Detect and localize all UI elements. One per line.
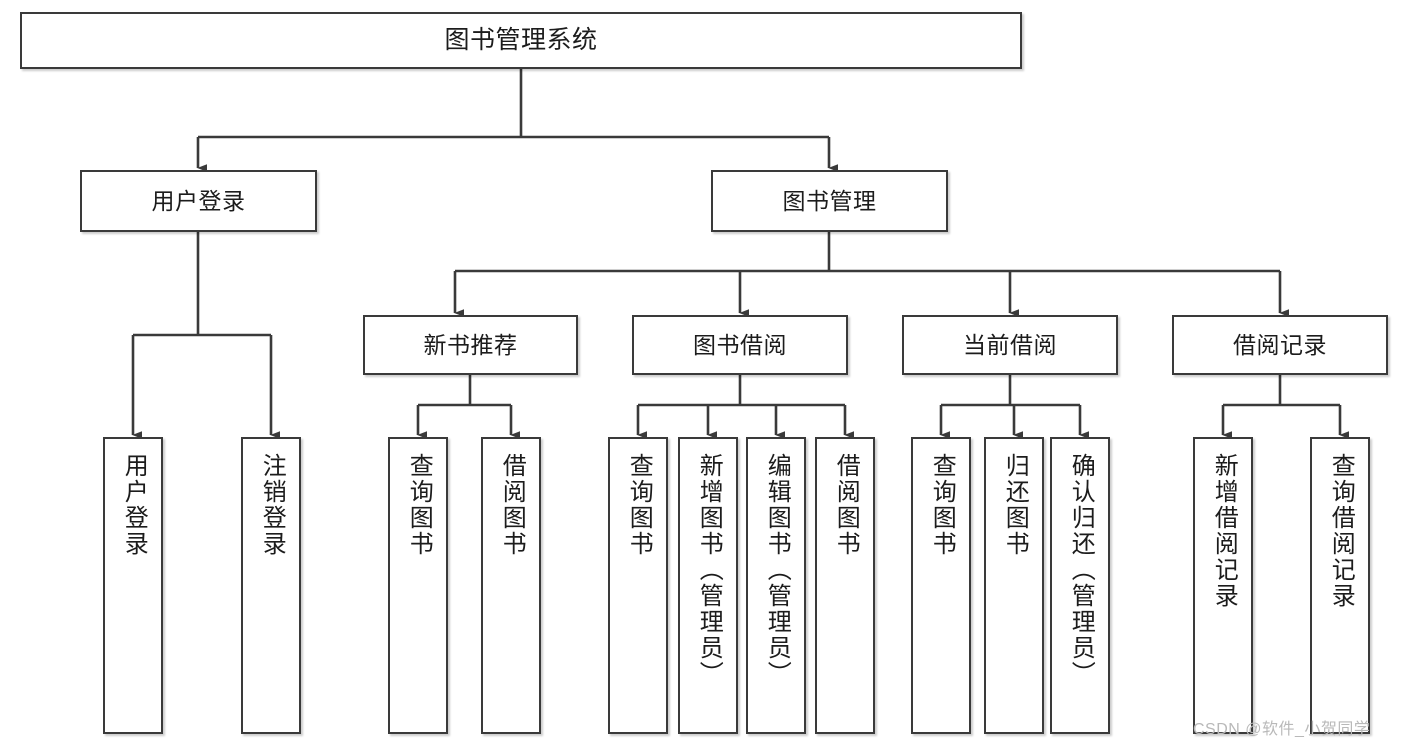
node-book-management[interactable]: 图书管理 xyxy=(711,170,948,232)
node-root[interactable]: 图书管理系统 xyxy=(20,12,1022,69)
node-leaf-user-login-action[interactable]: 用户登录 xyxy=(103,437,163,734)
node-leaf-query-borrow-record[interactable]: 查询借阅记录 xyxy=(1310,437,1370,734)
node-leaf-borrow-book-2[interactable]: 借阅图书 xyxy=(815,437,875,734)
node-leaf-label: 查询图书 xyxy=(405,453,433,557)
node-root-label: 图书管理系统 xyxy=(444,26,598,55)
node-leaf-label: 用户登录 xyxy=(120,453,148,557)
node-leaf-label: 查询图书 xyxy=(928,453,956,557)
node-leaf-confirm-return-admin[interactable]: 确认归还（管理员） xyxy=(1050,437,1110,734)
node-new-book-recommend-label: 新书推荐 xyxy=(423,331,518,358)
node-new-book-recommend[interactable]: 新书推荐 xyxy=(363,315,578,375)
node-leaf-label: 新增借阅记录 xyxy=(1210,453,1238,609)
node-leaf-add-book-admin[interactable]: 新增图书（管理员） xyxy=(678,437,738,734)
node-book-borrow[interactable]: 图书借阅 xyxy=(632,315,848,375)
node-leaf-user-logout-action[interactable]: 注销登录 xyxy=(241,437,301,734)
node-user-login-label: 用户登录 xyxy=(151,187,246,214)
node-current-borrow[interactable]: 当前借阅 xyxy=(902,315,1118,375)
node-leaf-label: 查询图书 xyxy=(625,453,653,557)
node-leaf-label: 注销登录 xyxy=(258,453,286,557)
node-leaf-label: 查询借阅记录 xyxy=(1327,453,1355,609)
node-leaf-query-book-2[interactable]: 查询图书 xyxy=(608,437,668,734)
node-leaf-label: 确认归还（管理员） xyxy=(1067,453,1095,687)
node-leaf-label: 编辑图书（管理员） xyxy=(763,453,791,687)
node-leaf-return-book[interactable]: 归还图书 xyxy=(984,437,1044,734)
node-borrow-record-label: 借阅记录 xyxy=(1233,331,1327,358)
node-borrow-record[interactable]: 借阅记录 xyxy=(1172,315,1388,375)
node-leaf-edit-book-admin[interactable]: 编辑图书（管理员） xyxy=(746,437,806,734)
node-leaf-borrow-book-1[interactable]: 借阅图书 xyxy=(481,437,541,734)
node-leaf-label: 借阅图书 xyxy=(832,453,860,557)
node-leaf-add-borrow-record[interactable]: 新增借阅记录 xyxy=(1193,437,1253,734)
node-user-login[interactable]: 用户登录 xyxy=(80,170,317,232)
node-book-borrow-label: 图书借阅 xyxy=(693,331,787,358)
node-leaf-query-book-3[interactable]: 查询图书 xyxy=(911,437,971,734)
node-leaf-label: 新增图书（管理员） xyxy=(695,453,723,687)
node-book-management-label: 图书管理 xyxy=(782,187,877,214)
connector-lines xyxy=(131,69,1350,439)
node-leaf-label: 归还图书 xyxy=(1001,453,1029,557)
node-leaf-label: 借阅图书 xyxy=(498,453,526,557)
node-leaf-query-book-1[interactable]: 查询图书 xyxy=(388,437,448,734)
node-current-borrow-label: 当前借阅 xyxy=(963,331,1057,358)
